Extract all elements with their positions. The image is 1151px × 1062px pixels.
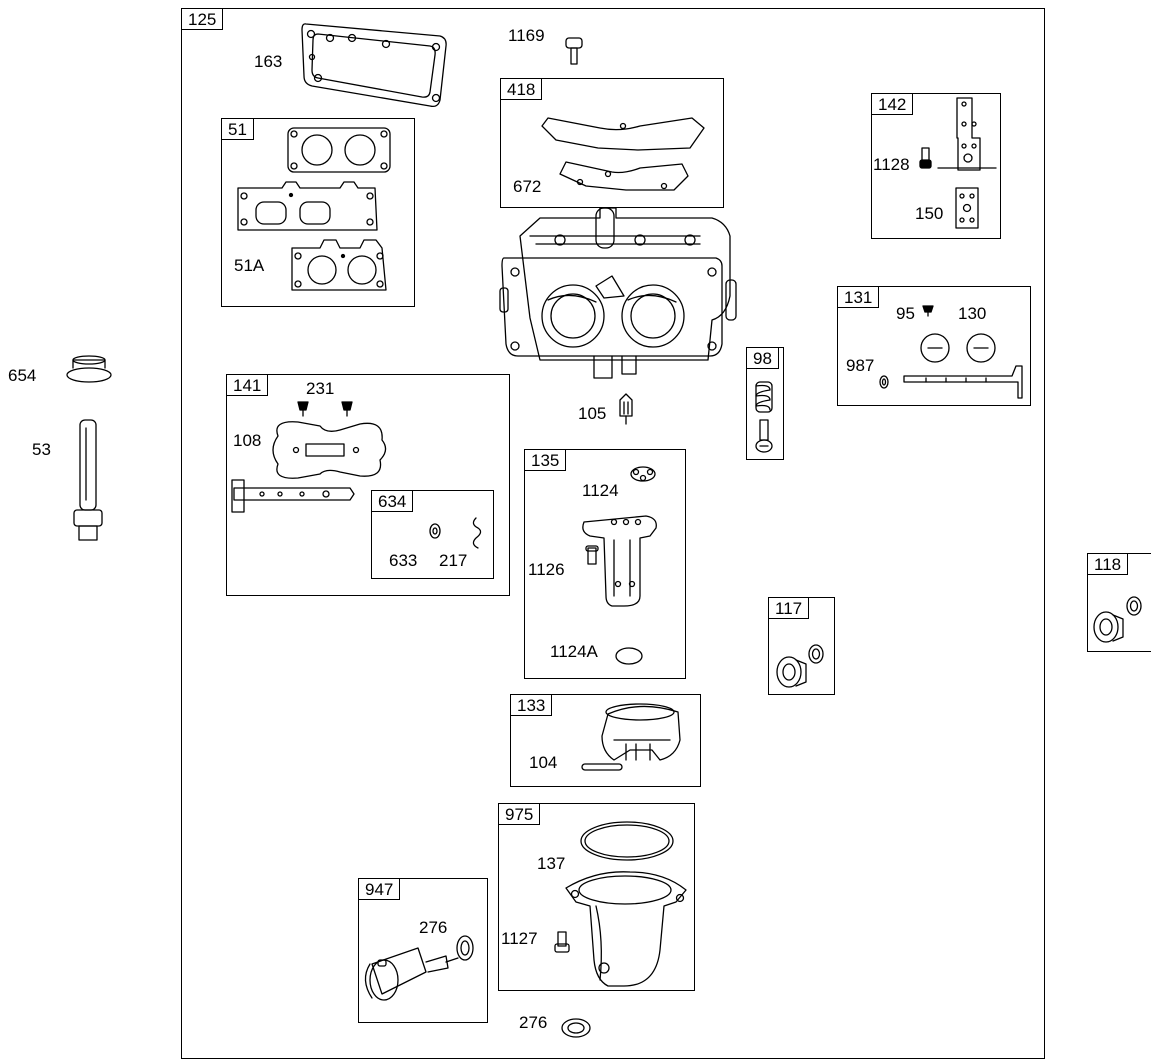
frame-125: 125 <box>181 8 1045 1059</box>
part-label-276-a: 276 <box>419 918 448 937</box>
cover-gasket-163 <box>302 24 446 107</box>
spring-217 <box>473 518 480 548</box>
needle-105 <box>620 394 632 424</box>
part-label-231: 231 <box>306 379 335 398</box>
kit-tag-947: 947 <box>358 878 401 900</box>
part-label-105: 105 <box>578 404 607 423</box>
frame-118: 118 <box>1087 553 1151 652</box>
part-label-987: 987 <box>846 356 875 375</box>
screw-231 <box>298 402 352 416</box>
washer-276a <box>457 936 473 960</box>
part-label-1124: 1124 <box>582 481 619 500</box>
washer-633 <box>430 524 440 538</box>
kit-tag-975: 975 <box>498 803 541 825</box>
plug-117 <box>777 645 823 687</box>
part-label-108: 108 <box>233 431 262 450</box>
plate-108 <box>273 422 386 478</box>
part-label-217: 217 <box>439 551 468 570</box>
float-133 <box>602 704 680 760</box>
nut-654 <box>67 356 111 382</box>
part-label-130: 130 <box>958 304 987 323</box>
plate-150 <box>956 188 978 228</box>
bowl-975 <box>566 872 686 986</box>
shaft-53 <box>74 420 102 540</box>
screw-1128 <box>920 148 931 168</box>
oring-1124a <box>616 648 642 664</box>
frame-142: 142 <box>871 93 1001 239</box>
frame-634: 634 <box>371 490 494 579</box>
part-label-1126: 1126 <box>528 560 565 579</box>
frame-135: 135 <box>524 449 686 679</box>
kit-tag-634: 634 <box>371 490 414 512</box>
part-label-51a: 51A <box>234 256 265 275</box>
part-label-1124a: 1124A <box>550 642 598 661</box>
kit-tag-117: 117 <box>768 597 810 619</box>
intake-gasket-mid <box>238 182 377 230</box>
washer-276b <box>562 1019 590 1037</box>
washer-987 <box>880 376 888 388</box>
carburetor-body <box>500 208 736 378</box>
gasket-137 <box>581 822 673 860</box>
intake-gasket-51a <box>292 240 386 290</box>
kit-tag-142: 142 <box>871 93 914 115</box>
part-label-53: 53 <box>32 440 51 459</box>
kit-tag-125: 125 <box>181 8 224 30</box>
throttle-shaft-141 <box>232 480 354 512</box>
kit-tag-131: 131 <box>837 286 880 308</box>
plate-418 <box>542 118 704 150</box>
screw-95 <box>923 306 933 316</box>
solenoid-947 <box>365 948 458 1000</box>
part-label-654: 654 <box>8 366 37 385</box>
frame-117: 117 <box>768 597 835 695</box>
screw-1127 <box>555 932 569 952</box>
bracket-142 <box>938 98 996 170</box>
kit-tag-418: 418 <box>500 78 543 100</box>
frame-947: 947 <box>358 878 488 1023</box>
kit-tag-98: 98 <box>746 347 779 369</box>
part-label-104: 104 <box>529 753 558 772</box>
frame-141: 141 <box>226 374 510 596</box>
part-label-672: 672 <box>513 177 542 196</box>
frame-51: 51 <box>221 118 415 307</box>
kit-tag-51: 51 <box>221 118 254 140</box>
part-label-150: 150 <box>915 204 944 223</box>
screw-1169 <box>566 38 582 64</box>
frame-98: 98 <box>746 347 784 460</box>
intake-gasket-51 <box>288 128 390 172</box>
plug-130 <box>921 334 995 362</box>
gasket-672 <box>560 162 688 190</box>
gasket-1124 <box>631 467 655 481</box>
part-label-163: 163 <box>254 52 283 71</box>
kit-tag-118: 118 <box>1087 553 1129 575</box>
kit-tag-141: 141 <box>226 374 269 396</box>
part-label-1128: 1128 <box>873 155 910 174</box>
part-label-633: 633 <box>389 551 418 570</box>
frame-133: 133 <box>510 694 701 787</box>
kit-tag-133: 133 <box>510 694 553 716</box>
plug-118 <box>1094 597 1141 642</box>
pin-104 <box>582 764 622 770</box>
frame-131: 131 <box>837 286 1031 406</box>
frame-975: 975 <box>498 803 695 991</box>
part-label-276-b: 276 <box>519 1013 548 1032</box>
part-label-1127: 1127 <box>501 929 538 948</box>
part-label-95: 95 <box>896 304 915 323</box>
kit-tag-135: 135 <box>524 449 567 471</box>
emulsion-tube-1126 <box>583 516 656 606</box>
screw-98 <box>756 420 772 452</box>
part-label-1169: 1169 <box>508 26 545 45</box>
spring-98 <box>756 382 772 412</box>
shaft-131 <box>904 366 1022 398</box>
part-label-137: 137 <box>537 854 566 873</box>
